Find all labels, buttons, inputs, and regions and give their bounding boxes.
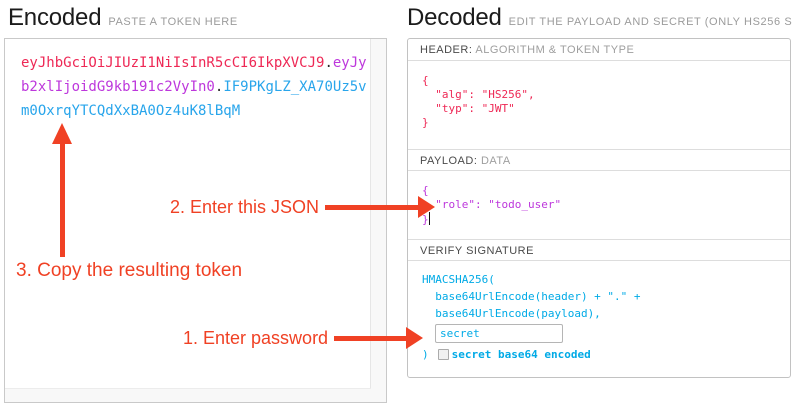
annotation-step2: 2. Enter this JSON [170,196,436,218]
verify-code-line: base64UrlEncode(payload), [422,307,601,320]
verify-section-bar: VERIFY SIGNATURE [408,239,790,261]
arrow-up-shaft [60,142,65,257]
text-cursor [428,212,430,225]
annotation-step1: 1. Enter password [183,327,424,349]
encoded-subtitle: PASTE A TOKEN HERE [108,16,238,28]
payload-section-bar: PAYLOAD: DATA [408,149,790,171]
verify-code-line: base64UrlEncode(header) + "." + [422,290,641,303]
header-json-code: { "alg": "HS256", "typ": "JWT" } [422,74,535,129]
payload-section-label: PAYLOAD: [420,155,478,167]
base64-checkbox[interactable] [437,349,449,360]
verify-section-label: VERIFY SIGNATURE [420,245,534,257]
verify-signature-code: HMACSHA256( base64UrlEncode(header) + ".… [408,261,790,373]
step1-label: 1. Enter password [183,328,329,348]
token-separator-dot: . [324,55,333,71]
token-separator-dot: . [214,79,224,95]
decoded-pane-title: Decoded EDIT THE PAYLOAD AND SECRET (ONLY… [407,4,793,34]
payload-section-sublabel: DATA [480,155,511,167]
horizontal-scrollbar[interactable] [5,388,371,402]
step1-arrow-shaft [334,335,407,341]
encoded-token-editor[interactable]: eyJhbGciOiJIUzI1NiIsInR5cCI6IkpXVCJ9.eyJ… [4,38,387,403]
arrow-right-icon [418,196,436,218]
base64-checkbox-label[interactable]: secret base64 encoded [451,348,591,361]
arrow-up-icon [52,123,72,144]
payload-json-code: { "role": "todo_user" } [422,184,562,226]
decoded-title: Decoded [407,4,502,31]
encoded-title: Encoded [8,4,102,31]
encoded-pane-title: Encoded PASTE A TOKEN HERE [8,4,238,34]
token-signature-segment: IF9PKgLZ_XA70Uz5vm0OxrqYTCQdXxBA0Oz4uK8l… [21,79,367,119]
secret-input[interactable] [435,324,563,343]
vertical-scrollbar[interactable] [370,39,386,402]
annotation-step3: 3. Copy the resulting token [16,260,242,282]
decoded-panel: HEADER: ALGORITHM & TOKEN TYPE { "alg": … [407,38,791,378]
step3-label: 3. Copy the resulting token [16,260,243,281]
token-header-segment: eyJhbGciOiJIUzI1NiIsInR5cCI6IkpXVCJ9 [21,55,325,71]
payload-json-editor[interactable]: { "role": "todo_user" } [408,171,790,239]
header-section-label: HEADER: [420,44,473,56]
decoded-subtitle: EDIT THE PAYLOAD AND SECRET (ONLY HS256 … [508,16,793,28]
header-section-bar: HEADER: ALGORITHM & TOKEN TYPE [408,39,790,61]
header-section-sublabel: ALGORITHM & TOKEN TYPE [475,44,635,56]
step2-arrow-shaft [325,204,419,210]
verify-code-line: HMACSHA256( [422,273,495,286]
token-text[interactable]: eyJhbGciOiJIUzI1NiIsInR5cCI6IkpXVCJ9.eyJ… [21,51,368,123]
arrow-right-icon [406,327,424,349]
verify-close-paren: ) [422,348,429,361]
token-editor-content[interactable]: eyJhbGciOiJIUzI1NiIsInR5cCI6IkpXVCJ9.eyJ… [5,39,371,389]
step2-label: 2. Enter this JSON [170,197,320,217]
token-payload-segment: eyJyb2xlIjoidG9kb191c2VyIn0 [21,55,367,95]
